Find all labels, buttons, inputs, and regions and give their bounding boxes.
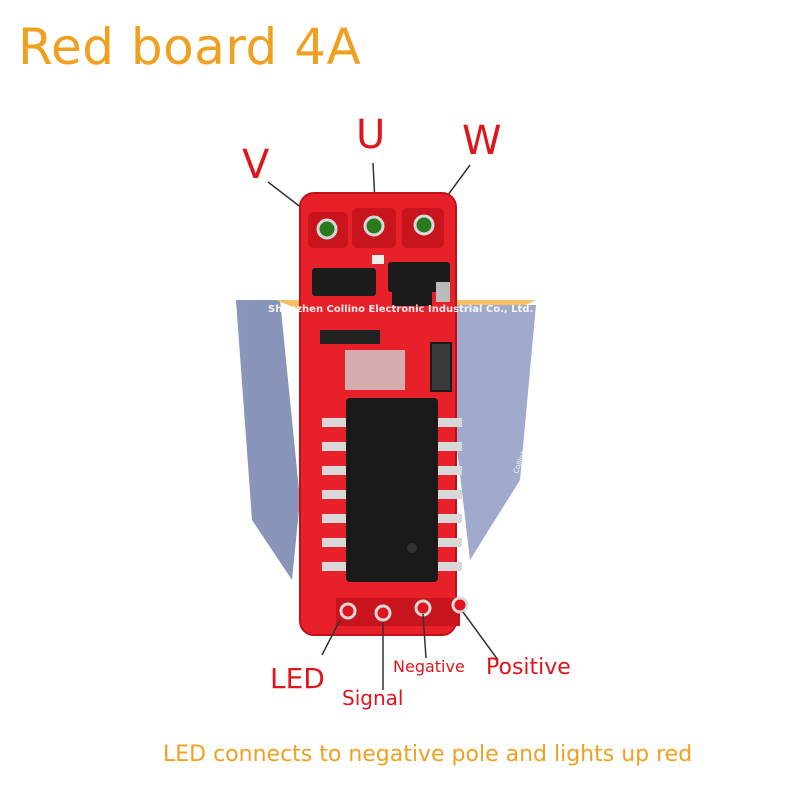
- caption: LED connects to negative pole and lights…: [163, 742, 693, 767]
- pcb-board: [299, 192, 469, 636]
- phase-label-w: W: [462, 118, 502, 164]
- pin-label-signal: Signal: [342, 686, 404, 710]
- main-ic: [322, 398, 462, 582]
- bottom-pads: [336, 596, 469, 626]
- pin-leader-lines: [321, 611, 499, 690]
- pin-label-negative: Negative: [393, 657, 465, 676]
- pin-label-led: LED: [270, 662, 325, 695]
- image-title: Red board 4A: [18, 18, 362, 76]
- watermark-company: Shenzhen Collino Electronic Industrial C…: [268, 304, 534, 315]
- phase-label-u: U: [356, 112, 386, 158]
- pin-label-positive: Positive: [486, 655, 571, 680]
- phase-label-v: V: [242, 142, 270, 188]
- phase-pads: [308, 208, 444, 248]
